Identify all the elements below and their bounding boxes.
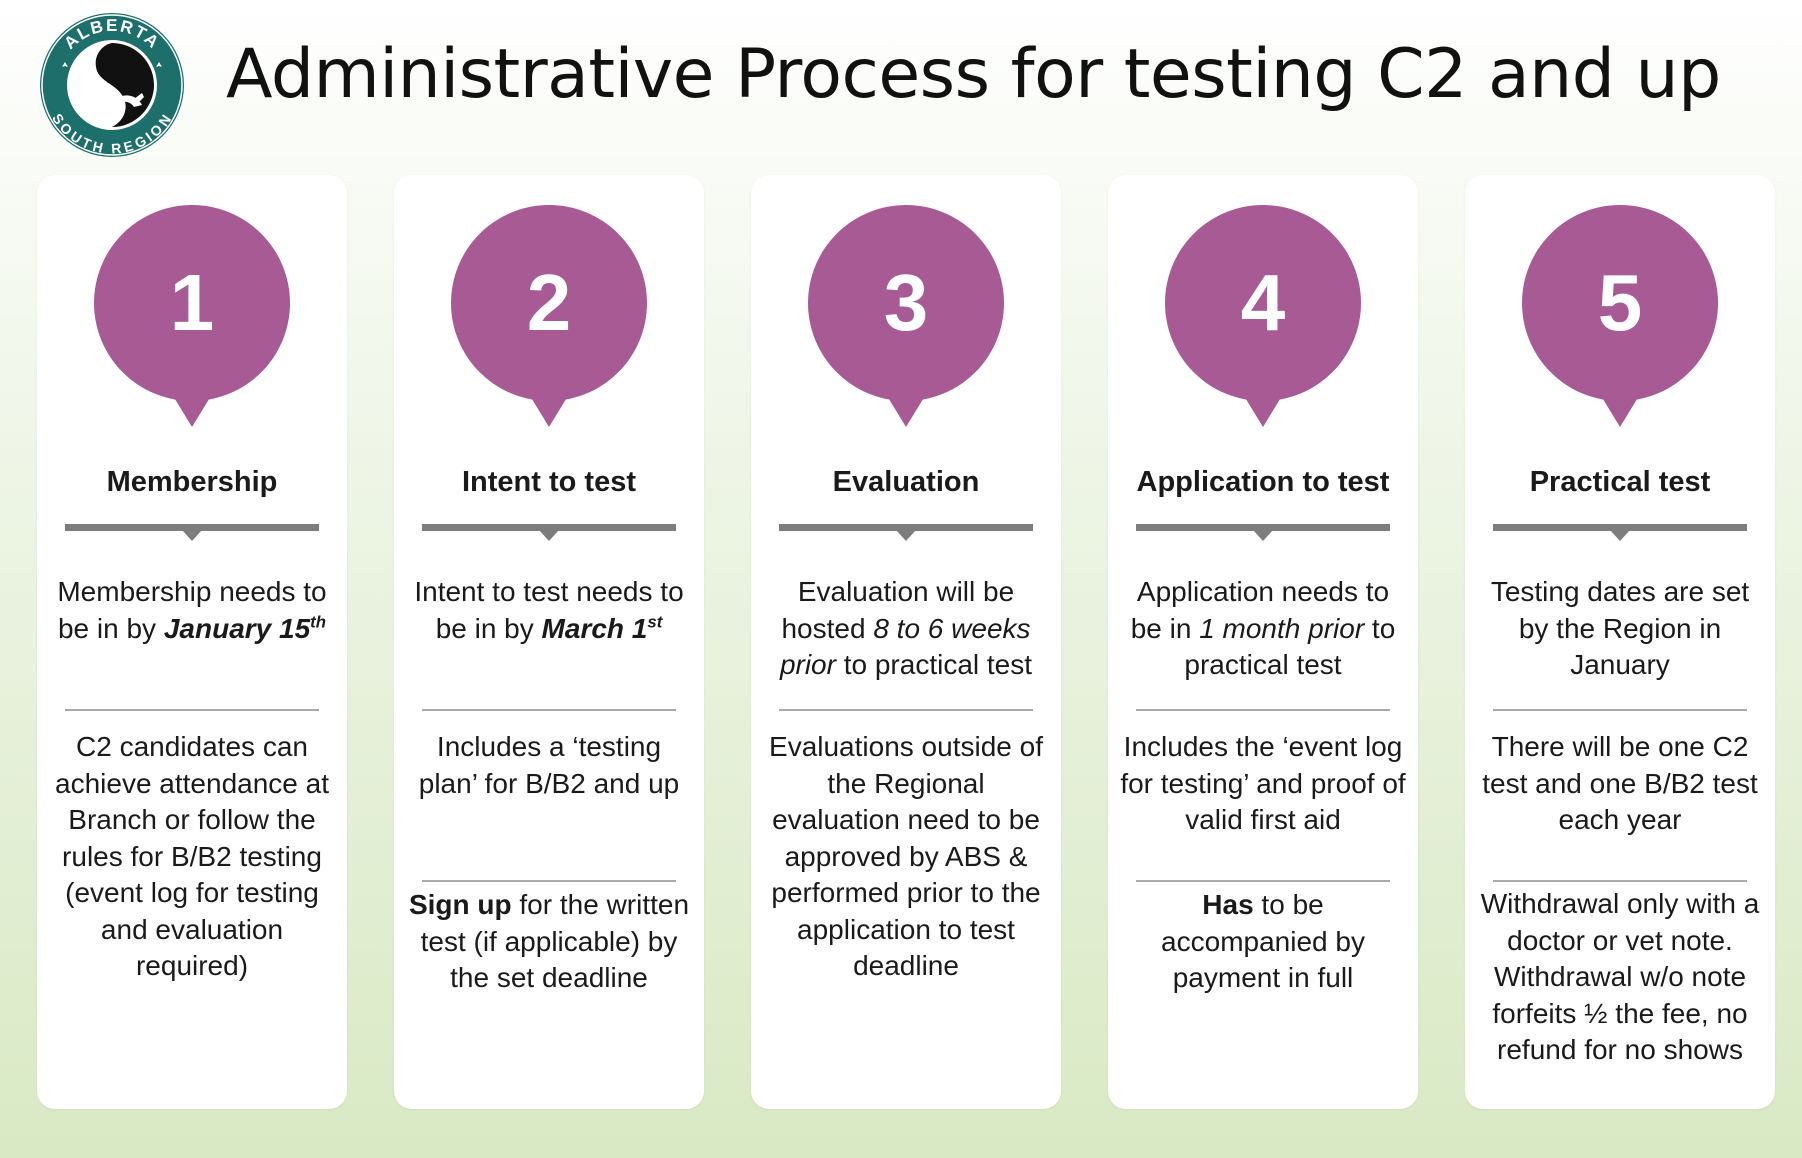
step-heading: Practical test	[1529, 466, 1711, 498]
step-text-block: Application needs to be in 1 month prior…	[1130, 576, 1396, 680]
step-heading: Intent to test	[462, 466, 636, 498]
page-title: Administrative Process for testing C2 an…	[226, 35, 1721, 114]
step-text-block: There will be one C2 test and one B/B2 t…	[1482, 731, 1758, 835]
heading-divider	[422, 524, 676, 541]
block-separator	[422, 880, 676, 882]
step-text-block: Membership needs to be in by January 15t…	[57, 576, 327, 644]
block-separator	[1493, 880, 1747, 882]
block-separator	[1136, 709, 1390, 711]
step-text-block: Evaluations outside of the Regional eval…	[769, 731, 1043, 981]
step-text-block: Withdrawal only with a doctor or vet not…	[1480, 888, 1760, 1065]
step-heading: Application to test	[1136, 466, 1390, 498]
block-separator	[1493, 709, 1747, 711]
step-text-block: C2 candidates can achieve attendance at …	[55, 731, 329, 981]
step-pin-icon	[1165, 205, 1361, 427]
step-text-block: Includes the ‘event log for testing’ and…	[1120, 731, 1406, 835]
step-text-block: Evaluation will be hosted 8 to 6 weeks p…	[779, 576, 1033, 680]
heading-divider	[779, 524, 1033, 541]
block-separator	[65, 709, 319, 711]
step-heading: Membership	[106, 466, 278, 498]
step-pin-icon	[94, 205, 290, 427]
step-pin-icon	[808, 205, 1004, 427]
step-text-block: Intent to test needs to be in by March 1…	[414, 576, 684, 644]
block-separator	[422, 709, 676, 711]
heading-divider	[1136, 524, 1390, 541]
step-pin-icon	[1522, 205, 1718, 427]
step-text-block: Sign up for the written test (if applica…	[408, 889, 690, 993]
heading-divider	[65, 524, 319, 541]
step-text-block: Has to be accompanied by payment in full	[1161, 889, 1365, 993]
step-number: 3	[883, 258, 929, 347]
step-number: 2	[526, 258, 572, 347]
step-text-block: Includes a ‘testing plan’ for B/B2 and u…	[418, 731, 680, 799]
heading-divider	[1493, 524, 1747, 541]
step-pin-icon	[451, 205, 647, 427]
alberta-south-region-logo: ALBERTA SOUTH REGION	[40, 13, 184, 157]
step-text-block: Testing dates are set by the Region in J…	[1490, 576, 1750, 680]
step-number: 1	[169, 258, 215, 347]
horse-emblem-icon	[95, 43, 154, 127]
step-number: 5	[1597, 258, 1643, 347]
block-separator	[779, 709, 1033, 711]
step-number: 4	[1240, 258, 1286, 347]
step-heading: Evaluation	[832, 466, 980, 498]
block-separator	[1136, 880, 1390, 882]
